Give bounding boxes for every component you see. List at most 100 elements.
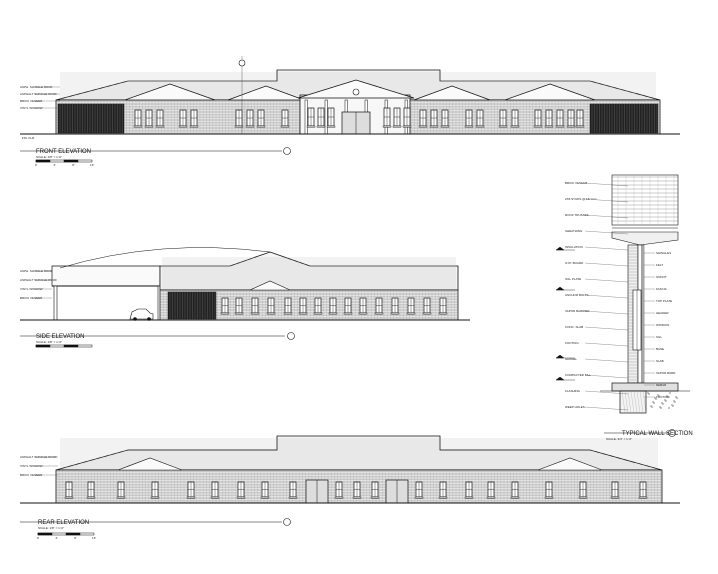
gravel [648, 393, 650, 395]
section-note-left: BRICK VENEER [565, 181, 588, 185]
roof-arc [59, 247, 271, 269]
section-leader [584, 214, 629, 219]
rear-note: BRICK VENEER [20, 473, 43, 477]
section-note-left: CONC. SLAB [565, 325, 583, 329]
wall-section-scale: SCALE: 3/4" = 1'-0" [606, 437, 632, 441]
window [638, 481, 648, 499]
grid-bubble [287, 332, 295, 340]
gravel [667, 396, 669, 398]
rear-elevation-scale: SCALE: 1/8" = 1'-0" [38, 526, 64, 530]
window [544, 481, 554, 499]
window [438, 297, 448, 315]
scale-tick: 16' [92, 536, 96, 540]
roof-block [611, 174, 679, 226]
front-elevation-scale: SCALE: 1/8" = 1'-0" [36, 155, 62, 159]
gable [227, 85, 305, 101]
side-note: VINYL WINDOW [20, 287, 43, 291]
gravel [653, 402, 655, 404]
window [186, 481, 196, 499]
window [234, 297, 244, 315]
gravel [657, 394, 659, 396]
datum-marker [555, 376, 565, 381]
window [178, 109, 188, 128]
scale-tick: 4' [56, 536, 59, 540]
side-elevation-scale: SCALE: 1/8" = 1'-0" [36, 340, 62, 344]
gable [249, 280, 291, 291]
gravel [676, 397, 678, 399]
gravel [662, 403, 664, 405]
gravel [647, 392, 649, 394]
front-note: VINYL WINDOW [20, 106, 43, 110]
window [544, 109, 554, 128]
section-note-left: WEEP HOLES [565, 405, 585, 409]
window [566, 109, 576, 128]
section-leader [584, 294, 629, 299]
window [510, 109, 520, 128]
window [422, 297, 432, 315]
roof [159, 251, 459, 291]
section-note-right: SOFFIT [656, 275, 667, 279]
gravel [651, 406, 653, 408]
window [189, 109, 199, 128]
window [392, 107, 402, 128]
rear-elevation-title: REAR ELEVATION [38, 520, 89, 526]
window [486, 481, 496, 499]
section-note-right: FOOTING [656, 395, 670, 399]
datum-marker [555, 246, 565, 251]
scale-tick: 8' [74, 536, 77, 540]
gravel [652, 401, 654, 403]
rear-scale-bar: 0' 4' 8' 16' [37, 532, 96, 540]
gravel [675, 396, 677, 398]
gravel [671, 404, 673, 406]
section-leader [584, 326, 629, 331]
window [245, 109, 255, 128]
section-note-left: SILL PLATE [565, 277, 581, 281]
window [352, 481, 362, 499]
window [280, 109, 290, 128]
window [418, 109, 428, 128]
gravel [661, 402, 663, 404]
window [610, 481, 620, 499]
gravel [654, 397, 656, 399]
window [402, 107, 412, 128]
section-note-right: SILL [656, 335, 663, 339]
window [288, 481, 298, 499]
scale-tick: 0' [37, 536, 40, 540]
gyp-board [641, 244, 645, 384]
section-note-left: 2X6 STUDS @ 16" O.C. [565, 197, 598, 201]
window [266, 297, 276, 315]
window [382, 107, 392, 128]
gravel [650, 405, 652, 407]
section-note-left: ROOF TRUSSES [565, 213, 589, 217]
window [475, 109, 485, 128]
gravel [673, 400, 675, 402]
datum-marker [555, 354, 565, 359]
datum-label: FIN. FLR. [22, 136, 35, 140]
window [250, 297, 260, 315]
window [358, 297, 368, 315]
gable [124, 83, 216, 101]
section-leader [584, 278, 629, 283]
rear-note: VINYL WINDOW [20, 464, 43, 468]
scale-tick: 0' [35, 163, 38, 167]
window [220, 297, 230, 315]
section-leader [584, 310, 629, 315]
gravel [660, 407, 662, 409]
window [498, 109, 508, 128]
section-leader [584, 406, 629, 411]
roof-overhang [611, 231, 679, 246]
side-elevation-title: SIDE ELEVATION [36, 334, 84, 340]
front-elevation-title: FRONT ELEVATION [36, 149, 91, 155]
window [374, 297, 384, 315]
gable [537, 457, 603, 471]
column [324, 99, 328, 135]
section-note-left: GYP. BOARD [565, 261, 584, 265]
column [304, 99, 308, 135]
window [334, 481, 344, 499]
grid-bubble [283, 147, 291, 155]
section-leader [584, 182, 629, 187]
section-leader [584, 358, 629, 363]
grid-bubble [283, 518, 291, 526]
